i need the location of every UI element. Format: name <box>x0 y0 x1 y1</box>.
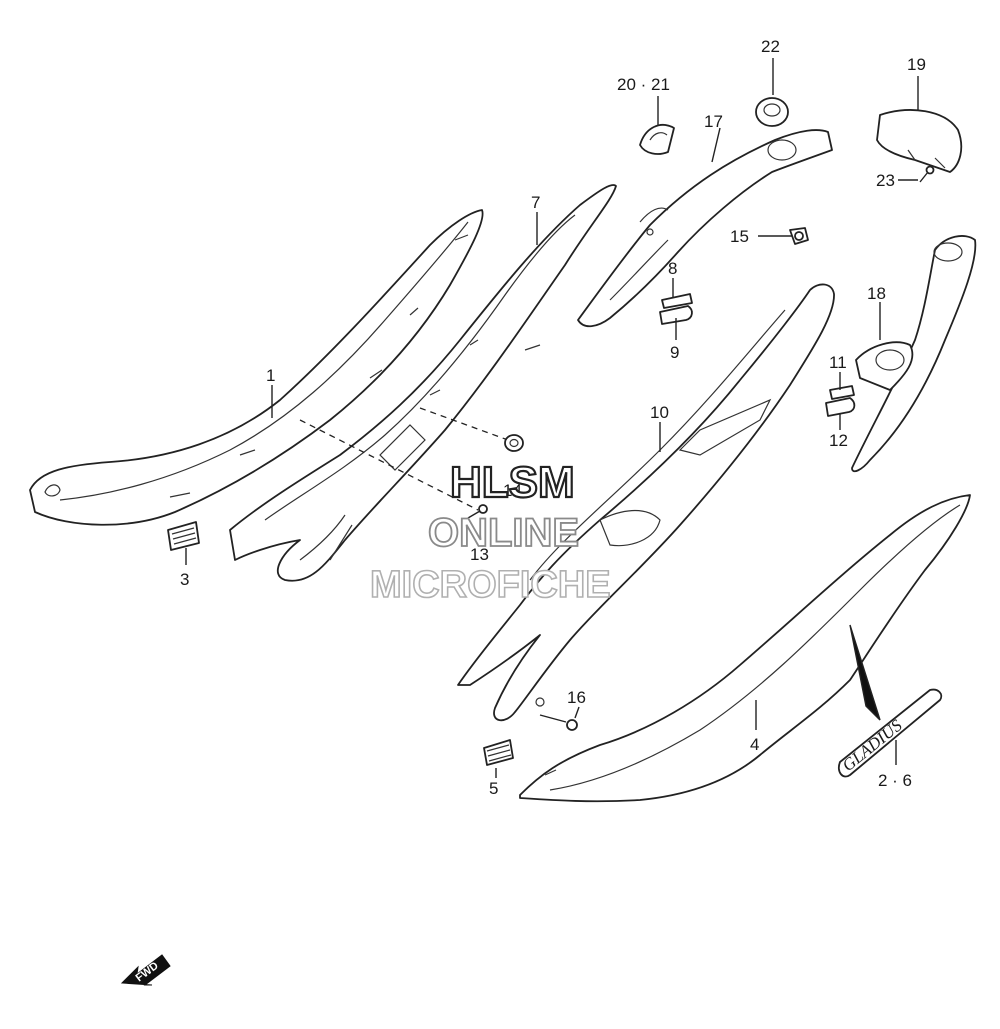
watermark: HLSM ONLINE MICROFICHE <box>369 457 611 607</box>
part-16-screw <box>539 714 578 731</box>
callout-2-6: 2 · 6 <box>878 771 912 790</box>
part-18-rear-frame-right <box>851 235 977 473</box>
part-4-side-cover <box>519 494 971 803</box>
callout-1: 1 <box>266 366 275 385</box>
part-1-frame-cover-left <box>29 209 484 526</box>
callout-labels: 1 3 7 8 9 10 11 12 13 14 15 16 17 18 19 … <box>180 37 926 798</box>
part-22-ring <box>755 97 789 127</box>
part-20-21-cap <box>639 123 675 155</box>
part-14-grommet <box>504 434 524 452</box>
emblem-pointer <box>849 624 881 721</box>
watermark-line-3: MICROFICHE <box>370 564 611 606</box>
part-19-tail-cover <box>876 109 963 173</box>
callout-5: 5 <box>489 779 498 798</box>
watermark-line-1: HLSM <box>450 458 575 507</box>
part-15-clip <box>789 227 809 245</box>
callout-22: 22 <box>761 37 780 56</box>
callout-23: 23 <box>876 171 895 190</box>
part-8-9-grommets <box>659 293 693 325</box>
leader-lines <box>185 58 919 778</box>
callout-19: 19 <box>907 55 926 74</box>
callout-3: 3 <box>180 570 189 589</box>
callout-18: 18 <box>867 284 886 303</box>
part-5-grille <box>483 739 514 766</box>
part-23-screw <box>919 165 935 183</box>
callout-8: 8 <box>668 259 677 278</box>
callout-4: 4 <box>750 735 759 754</box>
part-2-6-emblem: GLADIUS <box>837 624 943 778</box>
fwd-arrow-icon: FWD <box>120 954 171 986</box>
callout-20-21: 20 · 21 <box>617 75 670 94</box>
part-13-screw <box>467 504 488 519</box>
callout-16: 16 <box>567 688 586 707</box>
callout-12: 12 <box>829 431 848 450</box>
callout-10: 10 <box>650 403 669 422</box>
callout-7: 7 <box>531 193 540 212</box>
part-17-rear-frame-upper <box>577 129 833 328</box>
callout-14: 14 <box>503 481 522 500</box>
part-7-inner-frame <box>229 184 617 582</box>
part-3-grille <box>167 521 200 551</box>
callout-15: 15 <box>730 227 749 246</box>
callout-11: 11 <box>829 353 847 372</box>
assembly-line-13 <box>299 419 479 511</box>
watermark-line-2: ONLINE <box>428 511 579 555</box>
part-11-12-grommets <box>825 385 856 417</box>
assembly-line-14 <box>419 407 509 441</box>
callout-17: 17 <box>704 112 723 131</box>
callout-9: 9 <box>670 343 679 362</box>
callout-13: 13 <box>470 545 489 564</box>
